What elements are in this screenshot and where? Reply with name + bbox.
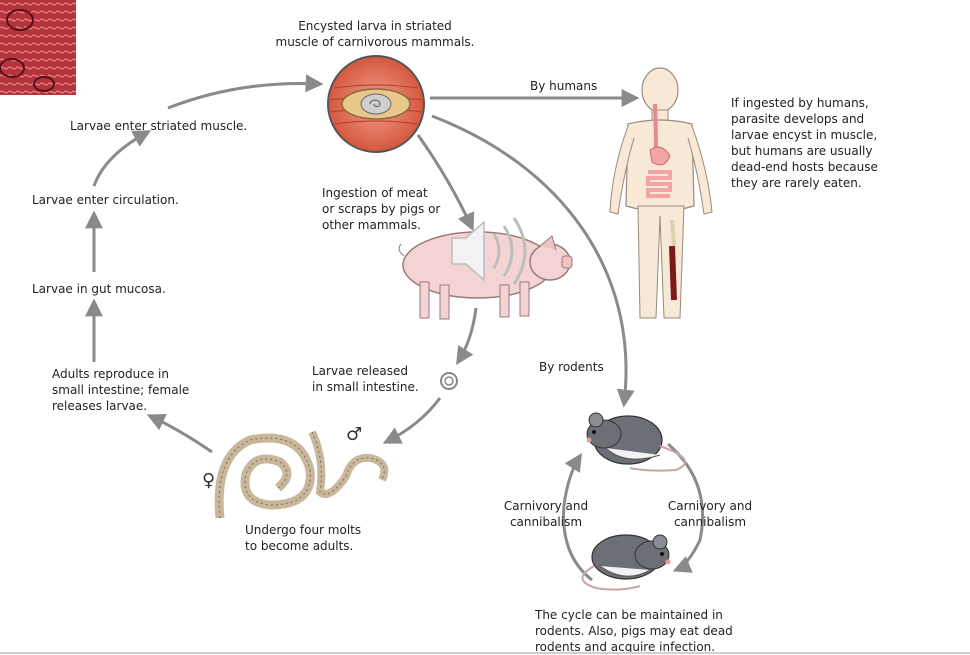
rodent-icon (586, 412, 686, 472)
carnivory-left-label: Carnivory and cannibalism (503, 499, 589, 529)
reproduce-label: Adults reproduce in small intestine; fem… (52, 367, 190, 413)
gut-mucosa-label: Larvae in gut mucosa. (32, 282, 166, 296)
enter-circulation-label: Larvae enter circulation. (32, 193, 179, 207)
coiled-larva-icon (440, 372, 458, 390)
carnivory-right-label: Carnivory and cannibalism (667, 499, 753, 529)
by-humans-label: By humans (530, 79, 598, 93)
released-label: Larvae released in small intestine. (312, 364, 419, 394)
female-symbol: ♀ (202, 470, 216, 491)
bottom-divider (0, 652, 970, 654)
molts-label: Undergo four molts to become adults. (245, 523, 362, 553)
speaker-icon[interactable] (451, 217, 527, 285)
rodent-icon (581, 534, 671, 591)
pig-icon (398, 231, 573, 320)
encysted-larva-muscle-icon (327, 55, 425, 153)
cycle-arrows (85, 74, 705, 582)
muscle-tissue-thumbnail (0, 0, 76, 95)
worm-icon (214, 430, 389, 519)
by-rodents-label: By rodents (539, 360, 604, 374)
human-note: If ingested by humans, parasite develops… (731, 96, 878, 190)
ingestion-label: Ingestion of meat or scraps by pigs or o… (322, 186, 441, 232)
male-symbol: ♂ (346, 424, 363, 445)
cycle-note: The cycle can be maintained in rodents. … (535, 608, 733, 654)
human-body-icon (609, 67, 713, 319)
enter-muscle-label: Larvae enter striated muscle. (70, 119, 248, 133)
encysted-larva-label: Encysted larva in striated muscle of car… (275, 19, 475, 49)
